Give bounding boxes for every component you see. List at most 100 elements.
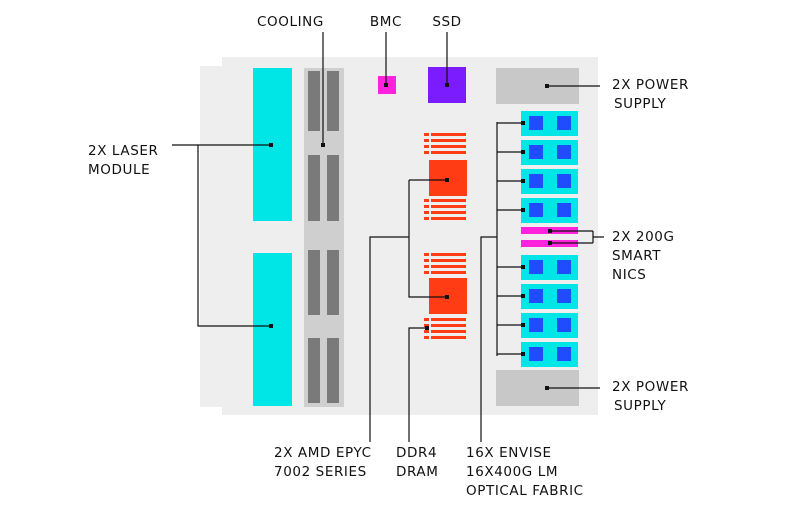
dram-pin [424,139,429,142]
label-optical-line2: 16X400G LM [466,464,559,480]
cooling-fan [308,155,320,221]
label-bmc: BMC [366,13,406,32]
cooling-fan [308,338,320,403]
dram-pin [424,151,429,154]
label-optical: 16X ENVISE 16X400G LM OPTICAL FABRIC [466,444,584,501]
cooling-fan [308,71,320,131]
dram-stick [431,330,466,333]
label-nics-line3: NICS [612,267,647,283]
optical-chip [557,318,571,332]
label-nics-line1: 2X 200G [612,229,675,245]
label-dram: DDR4 DRAM [396,444,439,482]
leader-dot [521,179,525,183]
dram-stick [431,259,466,262]
leader-dot [521,294,525,298]
dram-stick [431,133,466,136]
leader-dram [408,327,425,442]
leader-dot [548,229,552,233]
cooling-column [304,68,344,407]
leader-dot [521,121,525,125]
optical-chip [529,318,543,332]
label-cpu-line2: 7002 SERIES [274,464,367,480]
dram-banks [424,133,466,339]
leader-dot [521,150,525,154]
dram-pin [424,259,429,262]
leader-dot [445,83,449,87]
dram-pin [424,205,429,208]
dram-pin [424,324,429,327]
optical-chip [529,203,543,217]
dram-pin [424,211,429,214]
label-power-top: 2X POWER SUPPLY [612,76,689,114]
leader-dot [521,208,525,212]
leader-dot [445,295,449,299]
leader-dot [269,143,273,147]
label-cpu: 2X AMD EPYC 7002 SERIES [274,444,372,482]
label-cpu-line1: 2X AMD EPYC [274,445,372,461]
optical-chip [529,289,543,303]
label-power-bottom: 2X POWER SUPPLY [612,378,689,416]
leader-dot [521,352,525,356]
optical-chip [557,116,571,130]
dram-stick [431,199,466,202]
cooling-fan [308,250,320,315]
dram-stick [431,151,466,154]
cooling-fan [327,155,339,221]
optical-chip [557,347,571,361]
label-laser: 2X LASER MODULE [88,142,158,180]
label-bmc-text: BMC [369,14,403,30]
optical-chip [529,174,543,188]
dram-pin [424,133,429,136]
cooling-fan [327,71,339,131]
dram-stick [431,139,466,142]
leader-dot [321,143,325,147]
dram-stick [431,324,466,327]
optical-chip [557,203,571,217]
leader-cpu [369,179,447,442]
dram-pin [424,217,429,220]
dram-stick [431,318,466,321]
chassis-left-edge-bottom [200,407,222,416]
optical-chip [529,116,543,130]
laser-module-bottom [253,253,292,406]
label-power-bottom-line2: SUPPLY [614,398,667,414]
chassis-left-edge-top [200,57,222,66]
leader-dot [548,241,552,245]
cooling-fan [327,250,339,315]
leader-laser [172,144,271,327]
optical-chip [557,289,571,303]
cooling-fan [327,338,339,403]
label-power-top-line2: SUPPLY [614,96,667,112]
label-dram-line2: DRAM [396,464,439,480]
dram-stick [431,253,466,256]
optical-chip [529,347,543,361]
leader-dots [269,83,552,390]
label-power-top-line1: 2X POWER [612,77,689,93]
dram-pin [424,145,429,148]
dram-pin [424,265,429,268]
label-dram-line1: DDR4 [396,445,438,461]
optical-modules [497,111,578,367]
leader-dot [545,84,549,88]
leader-dot [445,178,449,182]
label-laser-line1: 2X LASER [88,143,159,159]
leader-dot [269,324,273,328]
leader-nics [550,230,604,244]
dram-pin [424,199,429,202]
optical-chip [557,260,571,274]
leader-dot [521,323,525,327]
dram-stick [431,211,466,214]
dram-stick [431,217,466,220]
label-laser-line2: MODULE [88,162,151,178]
dram-pin [424,271,429,274]
leader-dot [545,386,549,390]
label-optical-line1: 16X ENVISE [466,445,552,461]
leader-dot [425,326,429,330]
label-ssd-text: SSD [432,14,462,30]
label-nics: 2X 200G SMART NICS [612,228,675,285]
label-nics-line2: SMART [612,248,662,264]
leader-dot [521,265,525,269]
label-cooling-text: COOLING [257,14,324,30]
dram-pin [424,253,429,256]
